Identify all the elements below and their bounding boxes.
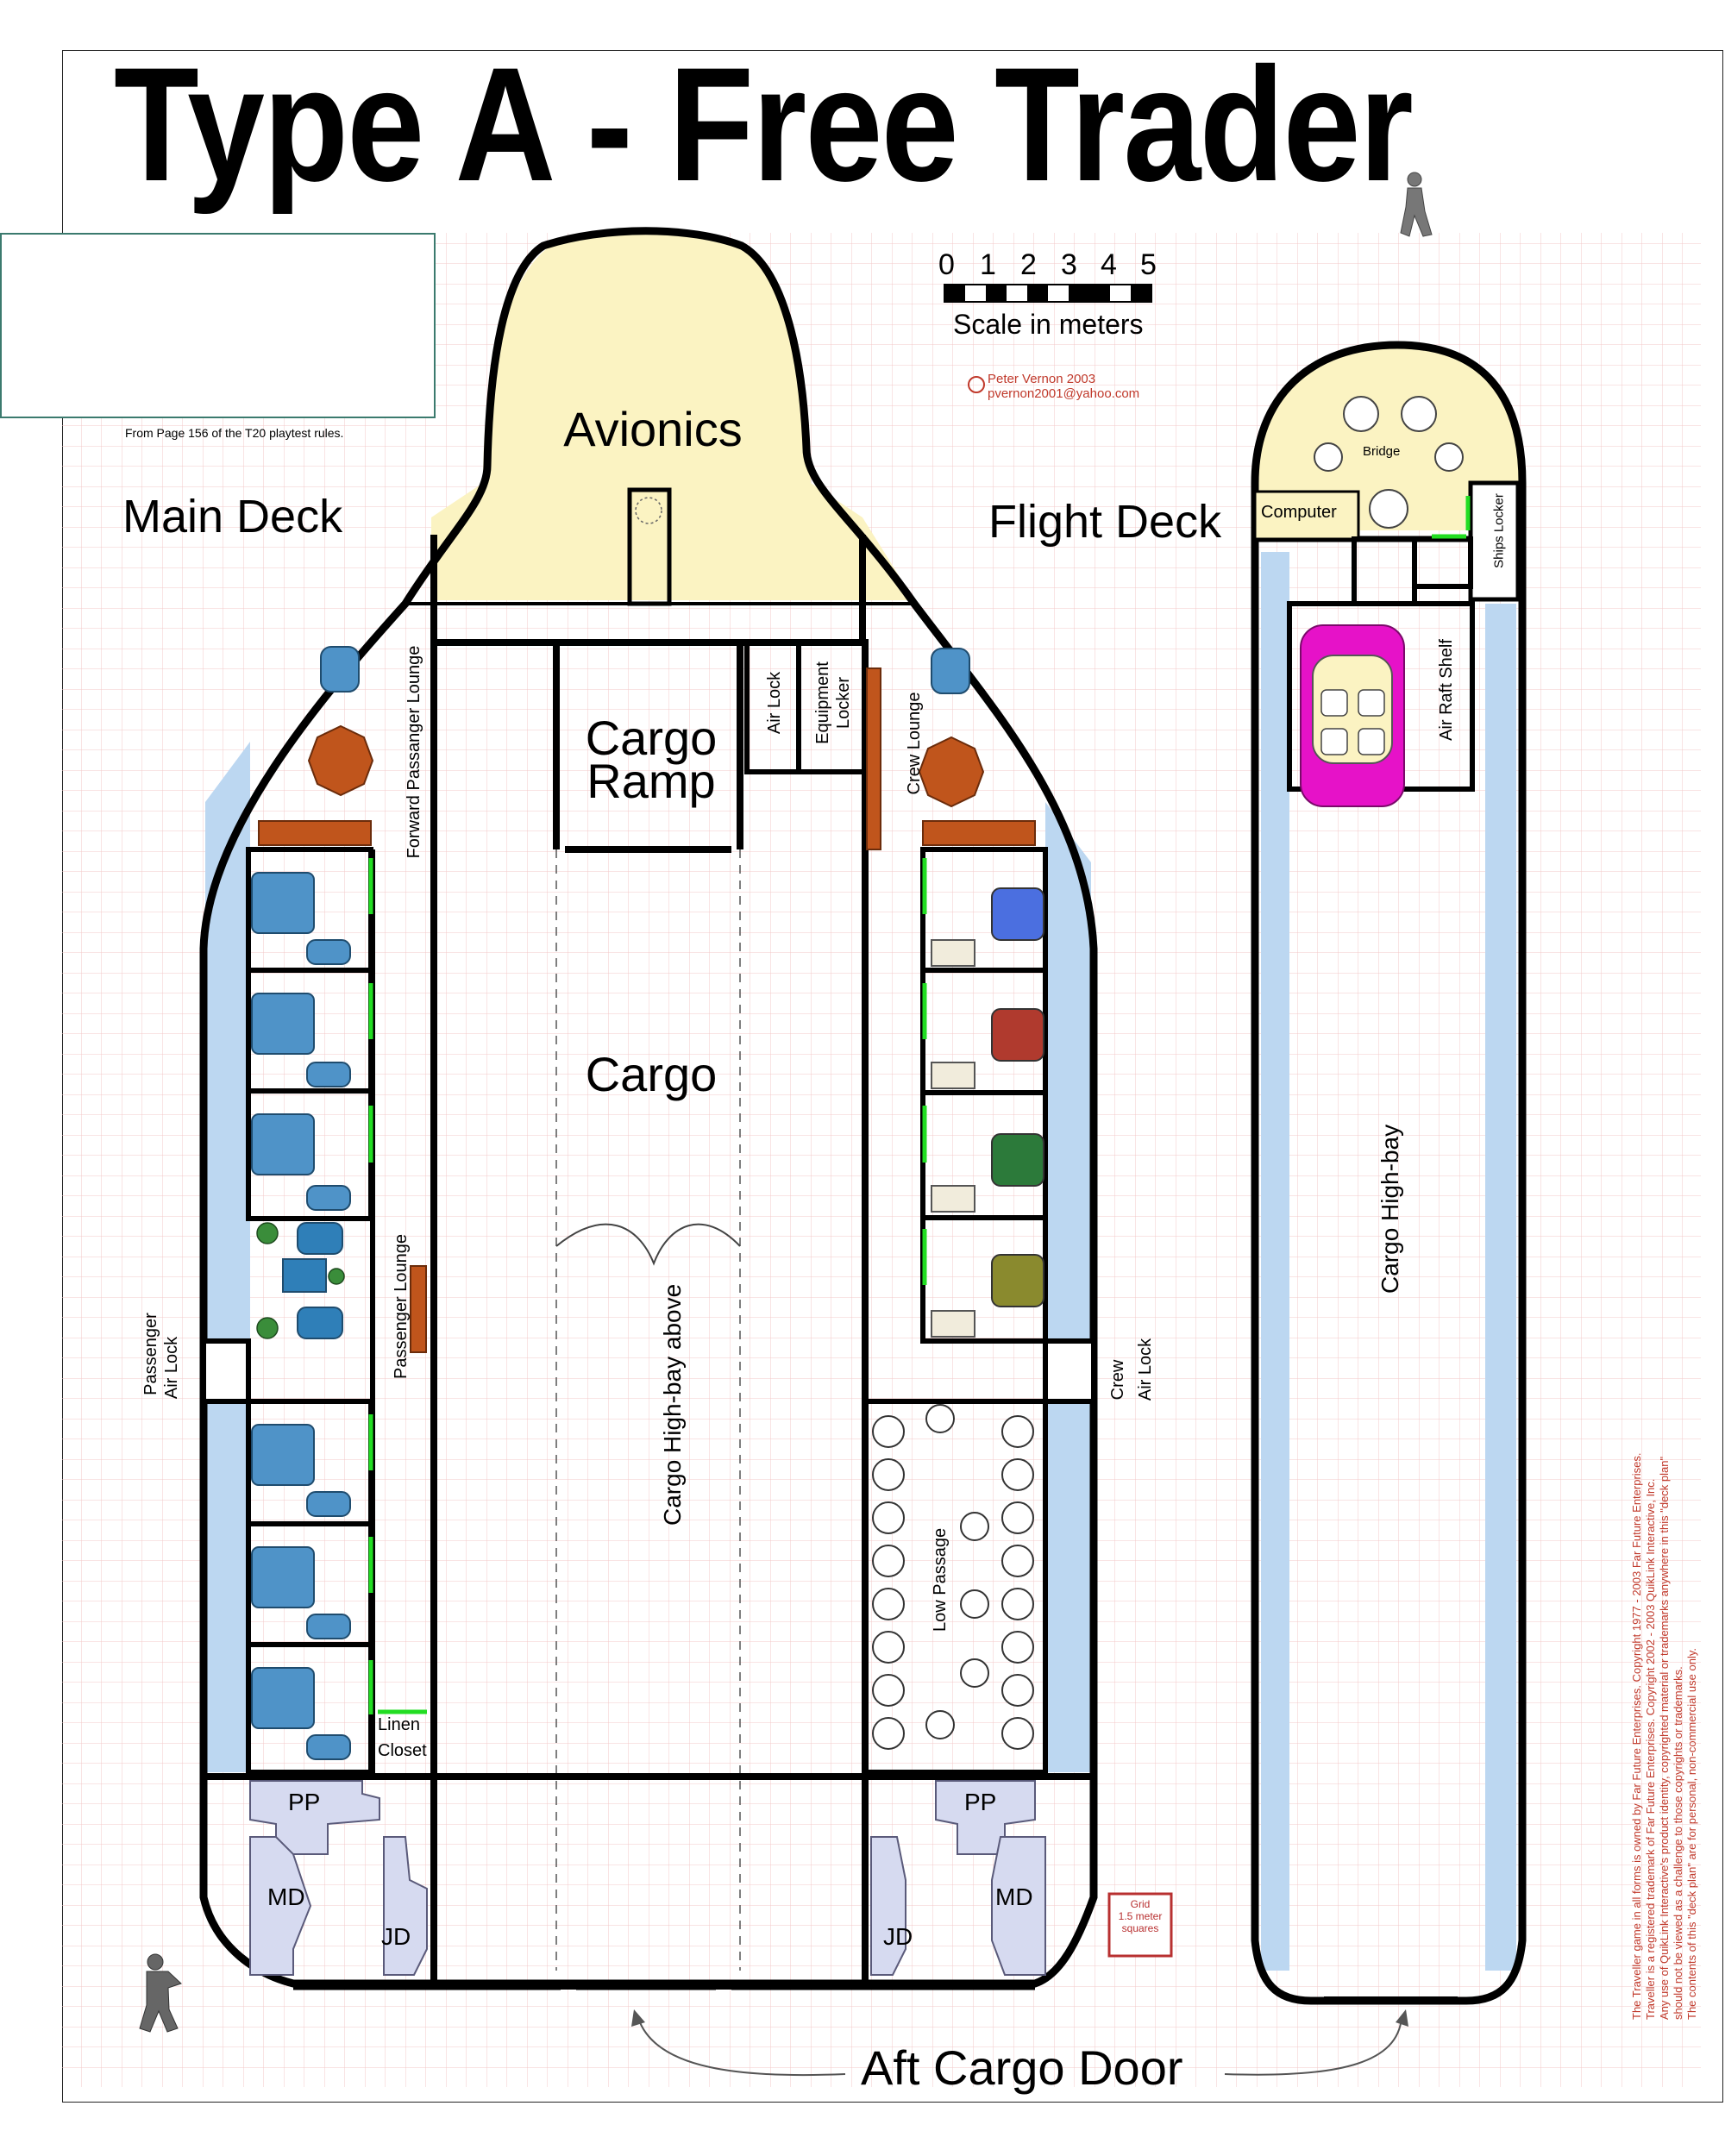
jump-drive-label-left: JD <box>381 1923 411 1950</box>
jump-drive-label-right: JD <box>883 1923 913 1950</box>
scale-tick: 2 <box>1020 248 1037 281</box>
grid-legend-box <box>1107 1892 1173 1958</box>
fresher-box <box>1412 536 1473 589</box>
crew-bunks <box>991 887 1044 1307</box>
air-raft-seats <box>1320 689 1385 755</box>
thumbnail-caption: From Page 156 of the T20 playtest rules. <box>125 426 344 440</box>
drive-units <box>249 1780 1046 1976</box>
scale-tick: 4 <box>1101 248 1117 281</box>
cargo-high-bay-above-label: Cargo High-bay above <box>659 1283 686 1526</box>
lounge-plants <box>256 1222 345 1339</box>
legal-line-3: Any use of QuikLink Interactive's produc… <box>1658 1456 1671 2020</box>
equipment-locker-room <box>796 640 867 774</box>
legal-line-5: The contents of this "deck plan" are for… <box>1685 1648 1698 2020</box>
access-hatch[interactable] <box>635 497 662 524</box>
page-title: Type A - Free Trader <box>114 34 1414 215</box>
credit-email: pvernon2001@yahoo.com <box>988 386 1140 401</box>
equipment-locker-label-1: Equipment <box>813 661 832 744</box>
flight-deck-bridge-area <box>1255 345 1522 530</box>
high-bay-arrows <box>555 1223 741 1266</box>
scale-bar <box>944 284 1152 303</box>
bridge-chairs <box>1314 396 1464 529</box>
flight-deck-hull <box>1251 341 1527 2005</box>
cargo-ramp-label-2: Ramp <box>586 754 716 808</box>
crew-air-lock <box>1043 1338 1096 1404</box>
grid-legend-line3: squares <box>1121 1922 1159 1934</box>
aft-cargo-door-label: Aft Cargo Door <box>861 2040 1183 2095</box>
aft-cargo-door-arrow-left <box>637 2017 846 2077</box>
aft-cargo-door-arrow-right <box>1224 2017 1402 2076</box>
avionics-access <box>627 487 672 606</box>
ships-locker-room <box>1468 480 1521 602</box>
main-deck-label: Main Deck <box>122 491 343 542</box>
lounge-furniture <box>258 667 1036 1353</box>
passenger-air-lock <box>201 1338 251 1404</box>
main-deck-hull <box>199 227 1098 1988</box>
scale-label: Scale in meters <box>953 309 1144 340</box>
equipment-locker-label-2: Locker <box>834 676 853 730</box>
starboard-fuel-tank-aft <box>1045 1401 1091 1772</box>
low-passage-room <box>862 1399 1048 1775</box>
starboard-fuel-tank <box>1045 802 1091 1341</box>
grid-legend-line2: 1.5 meter <box>1118 1910 1163 1922</box>
crew-air-lock-label-1: Crew <box>1108 1359 1127 1401</box>
soldier-figure-icon <box>139 1953 182 2033</box>
power-plant-label-left: PP <box>288 1789 321 1815</box>
passenger-air-lock-label-2: Air Lock <box>162 1336 181 1400</box>
copyright-icon <box>968 376 985 393</box>
avionics-area <box>431 229 914 600</box>
crew-air-lock-label-2: Air Lock <box>1136 1338 1155 1401</box>
port-fuel-tank <box>205 742 250 1341</box>
linen-closet-label-1: Linen <box>378 1715 420 1734</box>
maneuver-drive-label-right: MD <box>995 1883 1033 1910</box>
ships-locker-label: Ships Locker <box>1491 493 1507 568</box>
flight-deck-tank-port <box>1261 552 1289 1971</box>
credit-author: Peter Vernon 2003 <box>988 372 1096 386</box>
crew-desks <box>931 939 975 1338</box>
lounge-tables <box>282 1222 343 1339</box>
computer-room <box>1253 490 1360 541</box>
port-fuel-tank-aft <box>205 1401 250 1772</box>
power-plant-label-right: PP <box>964 1789 997 1815</box>
passenger-lounge-label: Passenger Lounge <box>392 1234 411 1379</box>
passenger-air-lock-label-1: Passenger <box>141 1313 160 1395</box>
crew-lounge-label: Crew Lounge <box>905 692 924 795</box>
maneuver-drive-label-left: MD <box>267 1883 305 1910</box>
scale-tick: 1 <box>980 248 996 281</box>
computer-label: Computer <box>1261 503 1337 522</box>
low-berths <box>872 1404 1034 1750</box>
scale-tick: 5 <box>1140 248 1157 281</box>
stateroom-beds <box>251 872 315 1729</box>
low-passage-label: Low Passage <box>931 1527 950 1632</box>
grid-legend-line1: Grid <box>1130 1898 1151 1910</box>
cargo-ramp-label-1: Cargo <box>585 711 718 765</box>
linen-closet-label-2: Closet <box>378 1741 427 1760</box>
air-raft-shelf-label: Air Raft Shelf <box>1437 639 1456 741</box>
stateroom-doors[interactable] <box>368 858 927 1714</box>
walking-figure-icon <box>1400 172 1433 237</box>
scale-tick: 0 <box>938 248 955 281</box>
flight-deck-tank-starboard <box>1485 604 1516 1971</box>
legal-line-1: The Traveller game in all forms is owned… <box>1630 1452 1643 2020</box>
forward-passenger-lounge-label: Forward Passanger Lounge <box>405 645 423 859</box>
avionics-label: Avionics <box>563 402 743 456</box>
ship-thumbnail-frame <box>0 233 436 418</box>
air-lock-label: Air Lock <box>765 671 784 735</box>
scale-tick: 3 <box>1061 248 1077 281</box>
stateroom-chairs <box>306 646 970 1760</box>
cargo-high-bay-label: Cargo High-bay <box>1377 1124 1403 1294</box>
bridge-label: Bridge <box>1363 444 1401 459</box>
legal-line-2: Traveller is a registered trademark of F… <box>1644 1478 1657 2020</box>
cargo-label: Cargo <box>585 1047 718 1101</box>
legal-line-4: should not be viewed as a challenge to t… <box>1672 1666 1684 2020</box>
flight-deck-label: Flight Deck <box>988 496 1222 548</box>
